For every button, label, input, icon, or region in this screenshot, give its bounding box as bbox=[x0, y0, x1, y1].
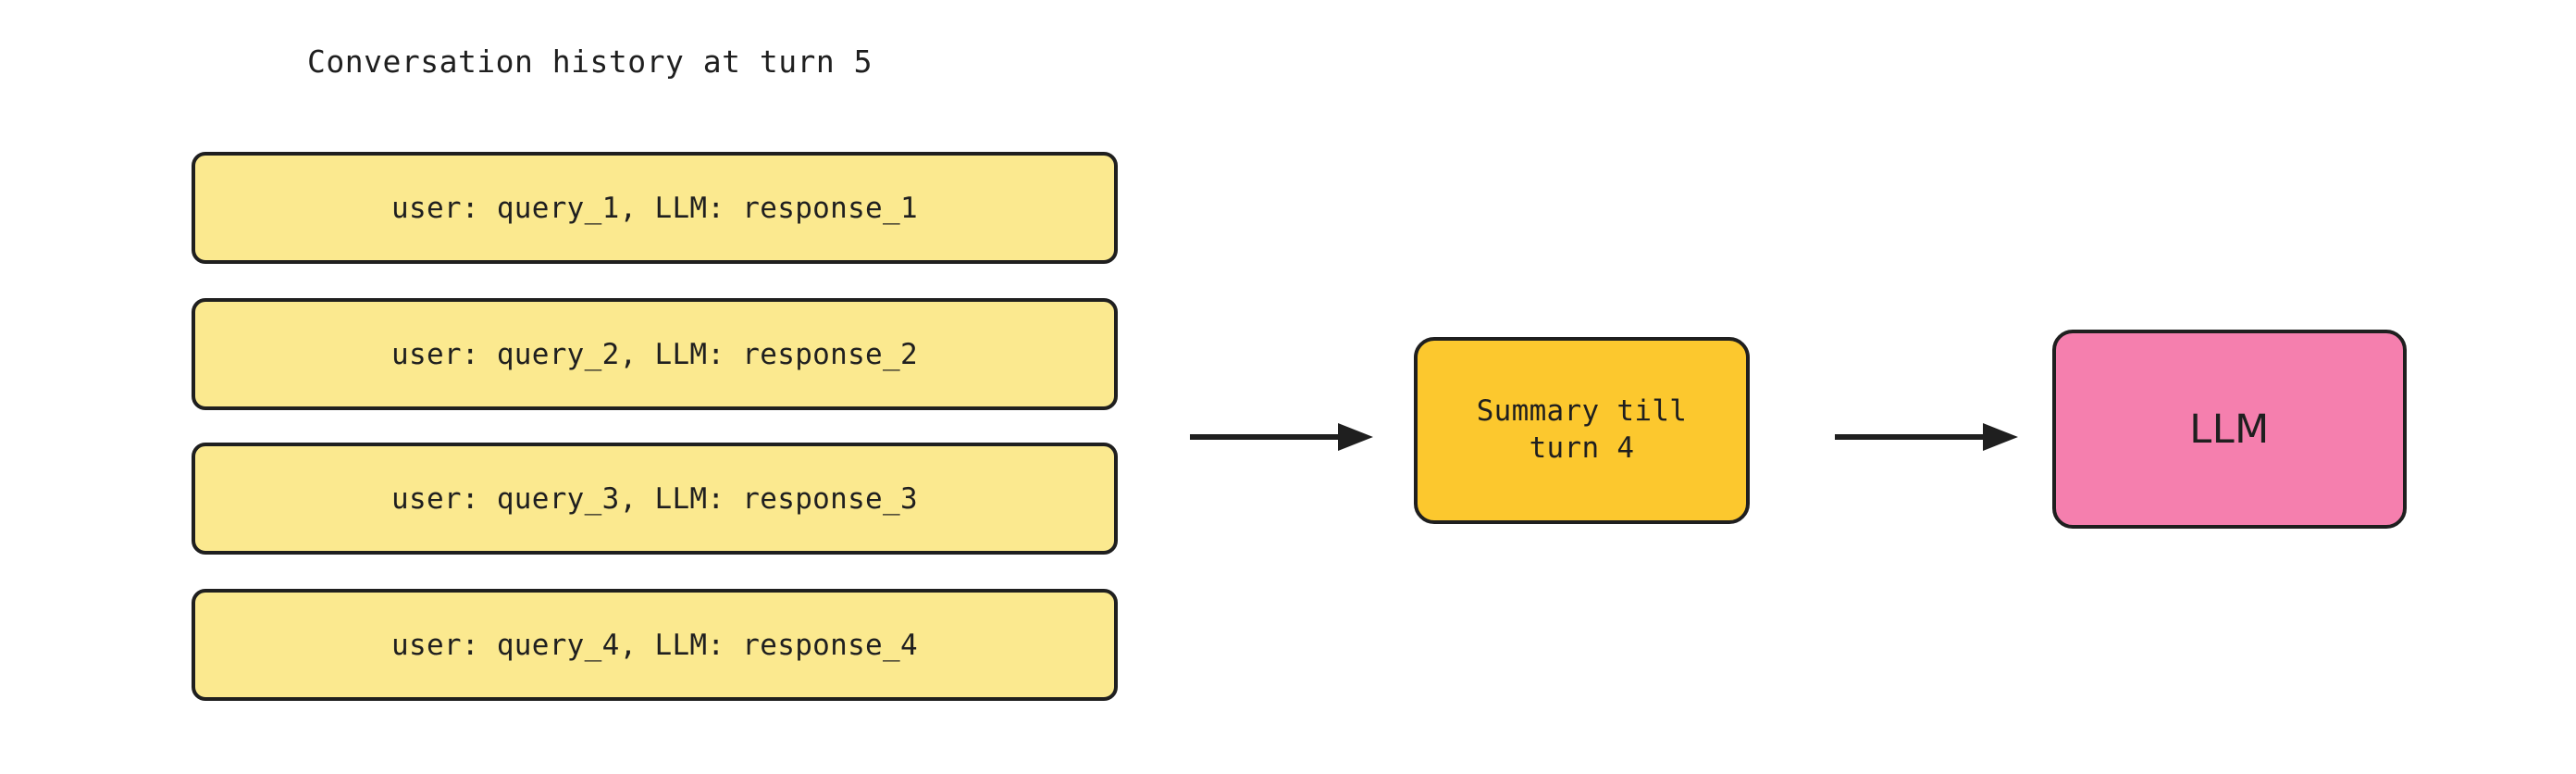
conversation-turn-box: user: query_2, LLM: response_2 bbox=[192, 298, 1118, 410]
llm-node: LLM bbox=[2052, 330, 2407, 529]
llm-node-label: LLM bbox=[2189, 406, 2270, 453]
conversation-turn-box: user: query_4, LLM: response_4 bbox=[192, 589, 1118, 701]
conversation-turn-box: user: query_1, LLM: response_1 bbox=[192, 152, 1118, 264]
summary-node-label: Summary till turn 4 bbox=[1476, 394, 1688, 465]
summary-node: Summary till turn 4 bbox=[1414, 337, 1750, 524]
page-title: Conversation history at turn 5 bbox=[307, 44, 873, 80]
arrow-right-icon bbox=[1190, 418, 1375, 456]
conversation-turn-label: user: query_3, LLM: response_3 bbox=[391, 481, 918, 516]
conversation-turn-label: user: query_4, LLM: response_4 bbox=[391, 628, 918, 662]
conversation-turn-label: user: query_2, LLM: response_2 bbox=[391, 337, 918, 371]
conversation-turn-box: user: query_3, LLM: response_3 bbox=[192, 443, 1118, 555]
conversation-turn-label: user: query_1, LLM: response_1 bbox=[391, 191, 918, 225]
arrow-right-icon bbox=[1835, 418, 2020, 456]
